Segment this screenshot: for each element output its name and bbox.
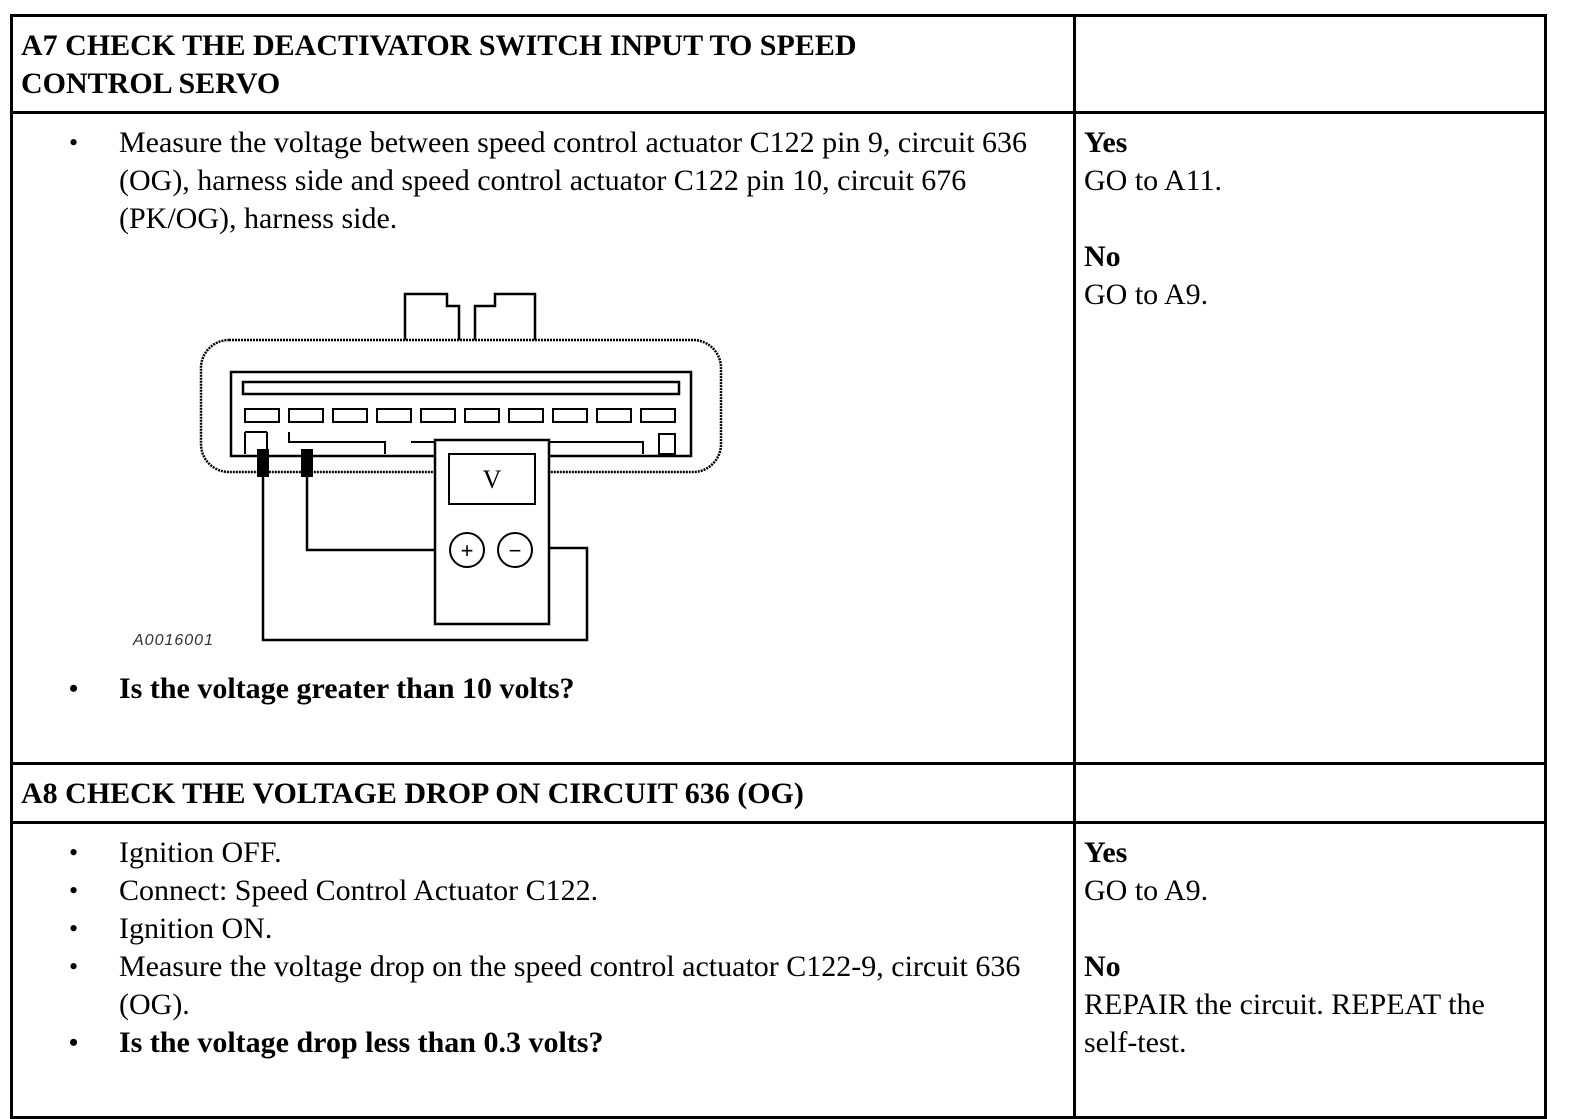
step-a8-instructions-cell: Ignition OFF. Connect: Speed Control Act… bbox=[10, 821, 1076, 1119]
step-a7-yes-label: Yes bbox=[1084, 126, 1128, 159]
step-a7-question: Is the voltage greater than 10 volts? bbox=[13, 670, 1063, 708]
step-a8-header-row: A8 CHECK THE VOLTAGE DROP ON CIRCUIT 636… bbox=[10, 762, 1547, 824]
step-a7-title-line2: CONTROL SERVO bbox=[21, 67, 281, 100]
step-a7-yes-action: GO to A11. bbox=[1084, 164, 1223, 197]
connector-voltmeter-diagram: V + − A0016001 bbox=[133, 242, 793, 662]
step-a8-no-label: No bbox=[1084, 950, 1121, 983]
connector-rail bbox=[241, 380, 681, 396]
procedure-page: A7 CHECK THE DEACTIVATOR SWITCH INPUT TO… bbox=[10, 14, 1547, 1119]
minus-terminal-icon bbox=[497, 532, 533, 568]
step-a7-question-list: Is the voltage greater than 10 volts? bbox=[13, 670, 1063, 708]
step-a7-answers-cell: Yes GO to A11. No GO to A9. bbox=[1073, 111, 1547, 765]
step-a8-answers-cell: Yes GO to A9. No REPAIR the circuit. REP… bbox=[1073, 821, 1547, 1119]
step-a8-yes-label: Yes bbox=[1084, 836, 1128, 869]
step-a8-question: Is the voltage drop less than 0.3 volts? bbox=[13, 1024, 1063, 1062]
step-a8-instruction: Connect: Speed Control Actuator C122. bbox=[13, 872, 1063, 910]
connector-diagram-svg: V + − bbox=[199, 292, 723, 642]
step-a7-instruction: Measure the voltage between speed contro… bbox=[13, 124, 1063, 238]
step-a8-body-row: Ignition OFF. Connect: Speed Control Act… bbox=[10, 821, 1547, 1119]
step-a7-header-row: A7 CHECK THE DEACTIVATOR SWITCH INPUT TO… bbox=[10, 14, 1547, 114]
probe-pin-9 bbox=[301, 449, 313, 477]
lead-positive bbox=[305, 477, 449, 552]
step-a8-yes-action: GO to A9. bbox=[1084, 874, 1209, 907]
connector-latch-left bbox=[403, 292, 461, 340]
step-a8-instruction: Ignition ON. bbox=[13, 910, 1063, 948]
step-a7-instructions-cell: Measure the voltage between speed contro… bbox=[10, 111, 1076, 765]
step-a7-no-action: GO to A9. bbox=[1084, 278, 1209, 311]
voltmeter-display bbox=[448, 453, 536, 505]
step-a7-header-empty-cell bbox=[1073, 14, 1547, 114]
connector-latch-right bbox=[473, 292, 537, 340]
step-a8-instruction: Ignition OFF. bbox=[13, 834, 1063, 872]
probe-pin-10 bbox=[257, 449, 269, 477]
diagnostic-steps-table: A7 CHECK THE DEACTIVATOR SWITCH INPUT TO… bbox=[10, 14, 1547, 1119]
plus-terminal-label: + bbox=[461, 538, 474, 563]
minus-terminal-label: − bbox=[509, 538, 522, 563]
figure-caption: A0016001 bbox=[133, 632, 214, 649]
step-a8-title: A8 CHECK THE VOLTAGE DROP ON CIRCUIT 636… bbox=[10, 762, 1076, 824]
step-a7-body-row: Measure the voltage between speed contro… bbox=[10, 111, 1547, 765]
step-a7-title: A7 CHECK THE DEACTIVATOR SWITCH INPUT TO… bbox=[10, 14, 1076, 114]
step-a7-title-line1: A7 CHECK THE DEACTIVATOR SWITCH INPUT TO… bbox=[21, 29, 857, 62]
step-a8-no-action: REPAIR the circuit. REPEAT the self-test… bbox=[1084, 988, 1485, 1059]
voltmeter-unit-label: V bbox=[483, 465, 502, 494]
step-a7-no-label: No bbox=[1084, 240, 1121, 273]
step-a8-instruction: Measure the voltage drop on the speed co… bbox=[13, 948, 1063, 1024]
voltmeter-body bbox=[433, 438, 551, 626]
lead-negative bbox=[261, 477, 589, 642]
step-a8-instruction-list: Ignition OFF. Connect: Speed Control Act… bbox=[13, 834, 1063, 1062]
plus-terminal-icon bbox=[449, 532, 485, 568]
step-a8-header-empty-cell bbox=[1073, 762, 1547, 824]
step-a7-instruction-list: Measure the voltage between speed contro… bbox=[13, 124, 1063, 238]
